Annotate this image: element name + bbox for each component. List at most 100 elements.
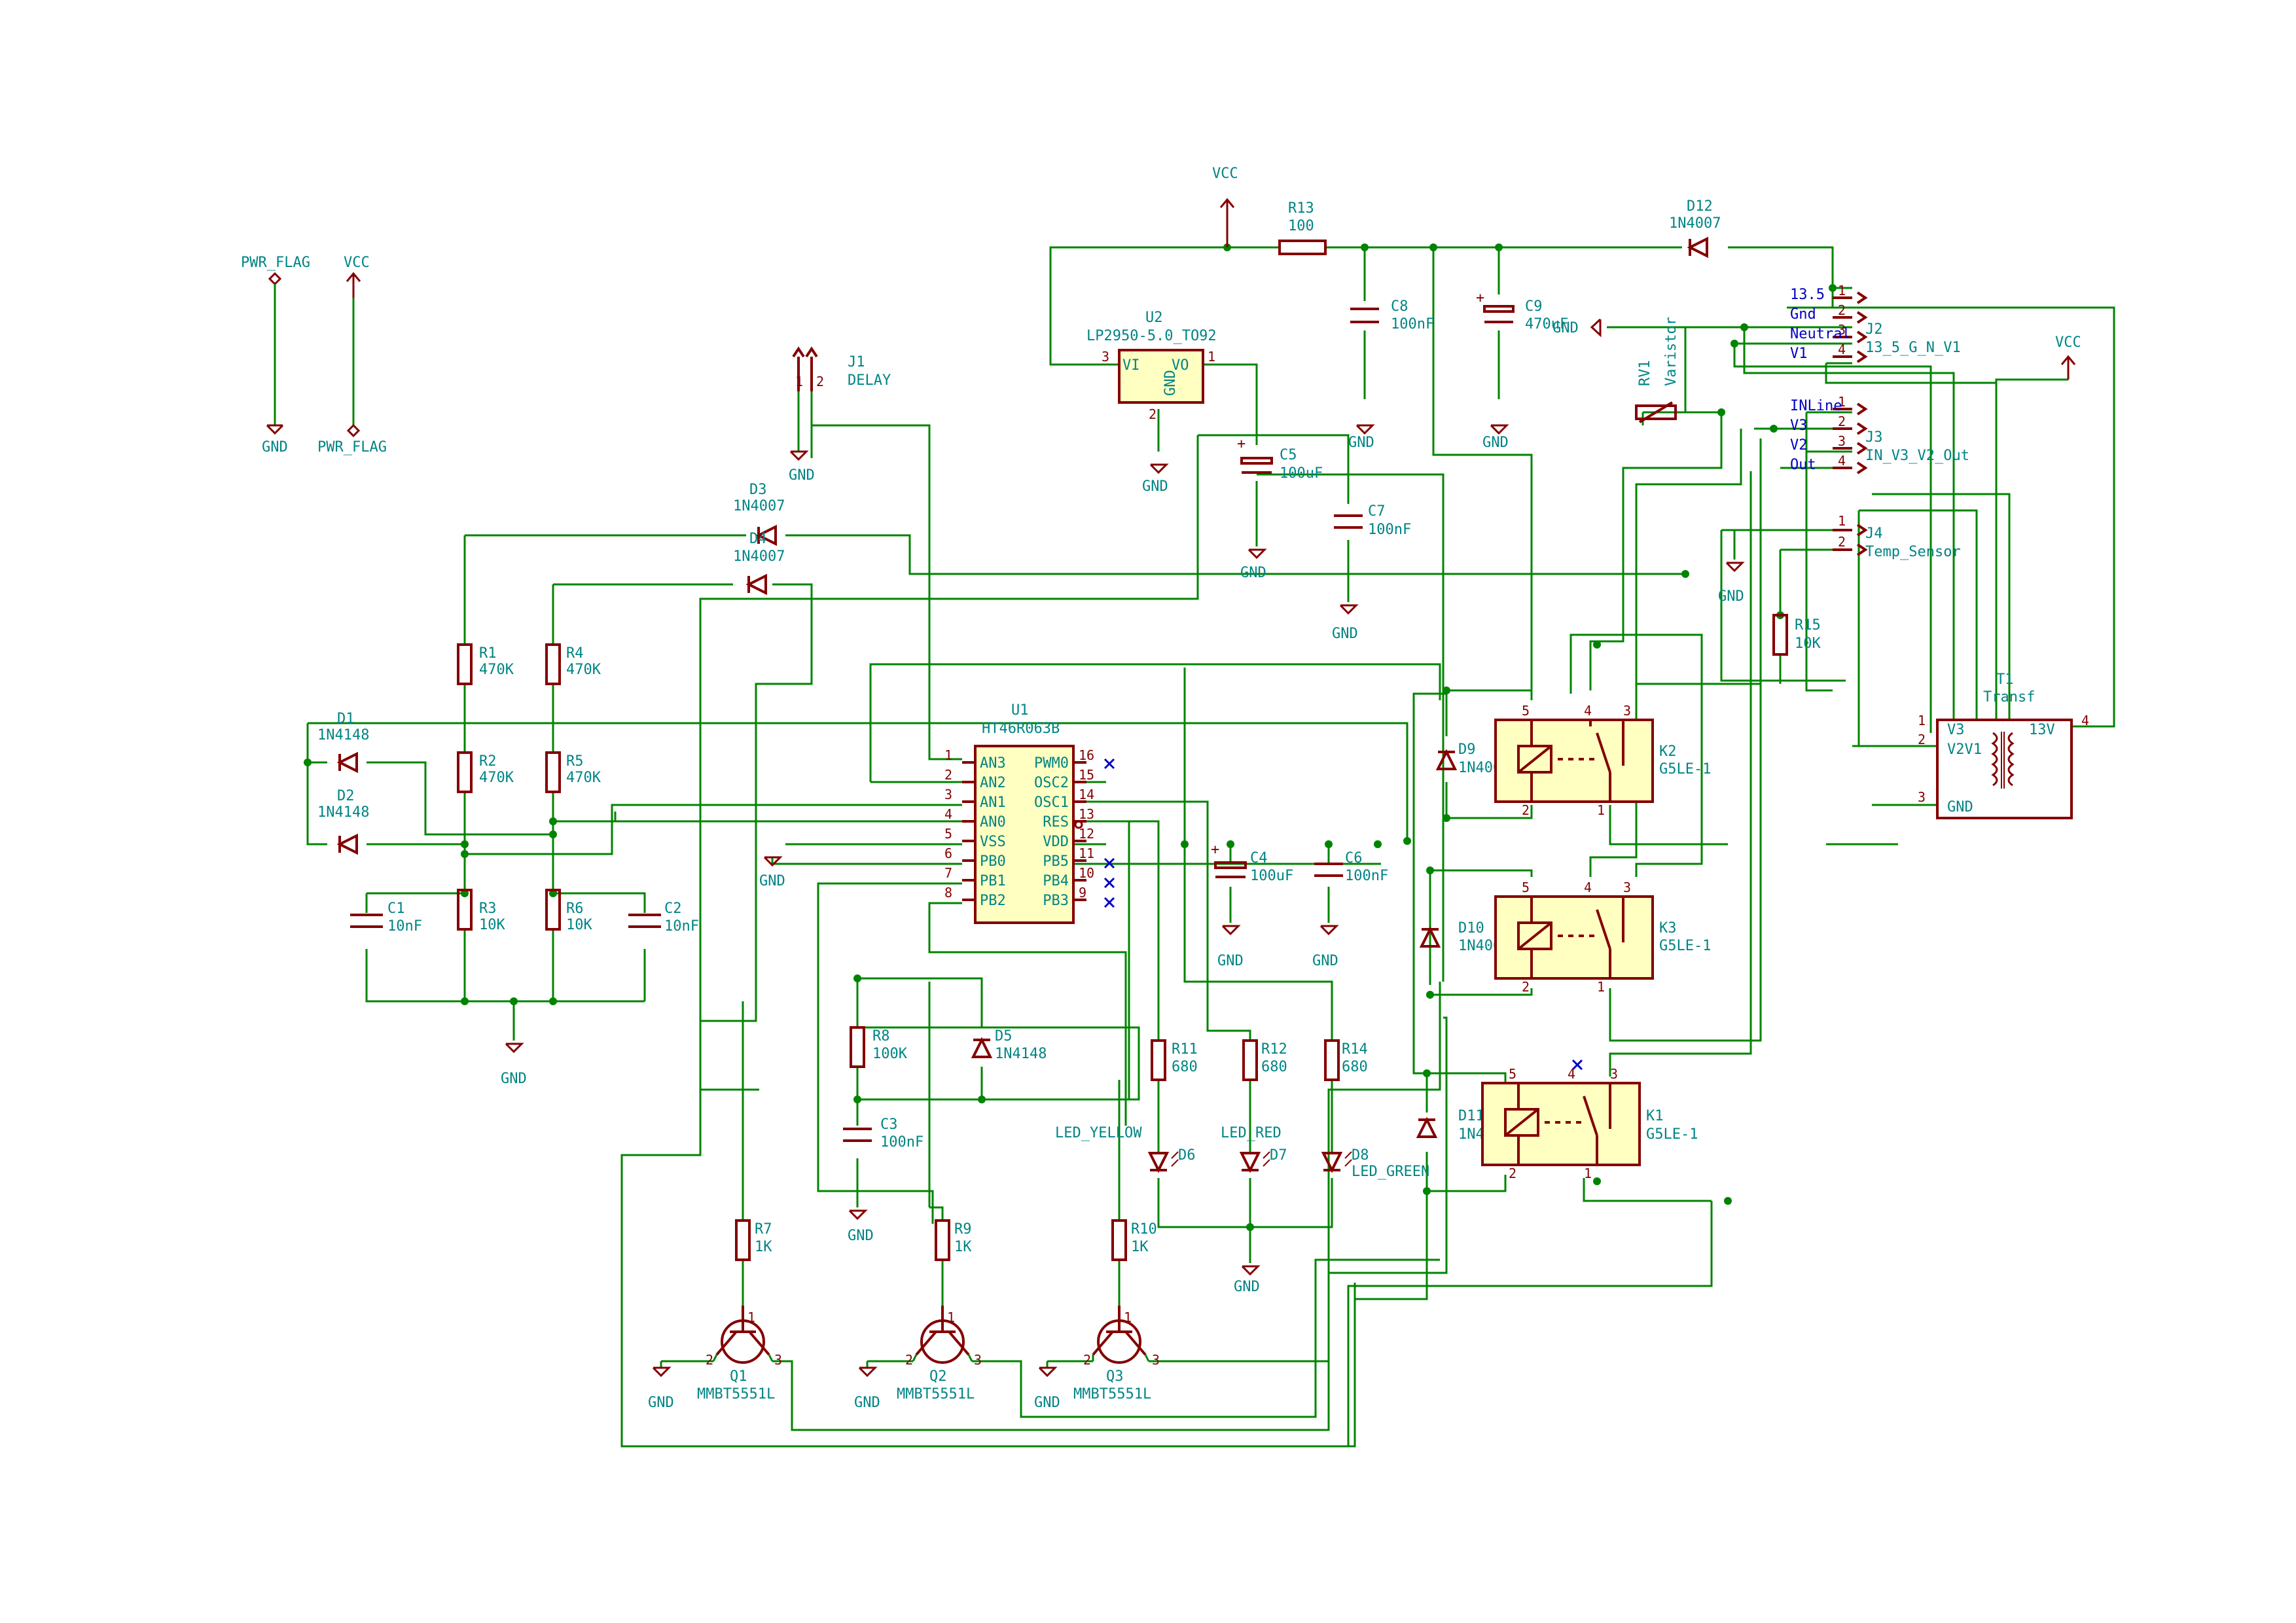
svg-text:4: 4 <box>1568 1066 1575 1082</box>
svg-text:VCC: VCC <box>2055 334 2081 351</box>
svg-text:G5LE-1: G5LE-1 <box>1659 761 1711 777</box>
svg-text:680: 680 <box>1261 1059 1287 1075</box>
svg-text:K3: K3 <box>1659 920 1677 936</box>
u1-pin-name: VSS <box>980 834 1006 850</box>
svg-text:V2V1: V2V1 <box>1947 741 1982 758</box>
svg-text:D3: D3 <box>749 482 767 498</box>
svg-text:VO: VO <box>1172 357 1189 374</box>
resistor-r6: R6 10K <box>545 889 592 933</box>
svg-text:2: 2 <box>816 374 824 389</box>
svg-text:4: 4 <box>2081 713 2089 728</box>
resistor-r13: R13 100 <box>1278 200 1327 255</box>
gnd-symbol: GND <box>1332 604 1359 642</box>
svg-text:MMBT5551L: MMBT5551L <box>1073 1386 1151 1402</box>
svg-text:GND: GND <box>1162 370 1179 396</box>
svg-text:100nF: 100nF <box>1391 316 1434 332</box>
svg-text:5: 5 <box>1522 703 1530 719</box>
svg-text:680: 680 <box>1342 1059 1368 1075</box>
u1-pin-number: 7 <box>944 865 952 881</box>
svg-text:100uF: 100uF <box>1250 868 1293 884</box>
svg-text:J3: J3 <box>1865 429 1883 446</box>
connector-pin-mark <box>1856 461 1868 474</box>
u1-pin-number: 4 <box>944 806 952 822</box>
svg-text:5: 5 <box>1522 880 1530 895</box>
u1-pin-name: PB5 <box>1043 853 1069 870</box>
resistor-r14: R14 680 <box>1324 1039 1368 1081</box>
capacitor-c6: C6 100nF GND <box>1312 850 1388 969</box>
svg-text:K1: K1 <box>1646 1108 1664 1124</box>
svg-text:V3: V3 <box>1947 722 1965 738</box>
svg-text:3: 3 <box>974 1352 982 1368</box>
svg-text:D2: D2 <box>337 788 355 804</box>
svg-text:470K: 470K <box>479 770 514 786</box>
capacitor-c9: + C9 470uF GND <box>1476 290 1568 451</box>
transistor-q1: 1 2 3 Q1 MMBT5551L GND <box>648 1306 782 1411</box>
connector-pin-number: 4 <box>1838 453 1846 469</box>
svg-text:1N4148: 1N4148 <box>995 1046 1047 1062</box>
u1-pin-name: OSC1 <box>1034 794 1069 811</box>
svg-text:R5: R5 <box>566 753 584 770</box>
svg-text:R10: R10 <box>1131 1221 1157 1238</box>
svg-text:R11: R11 <box>1172 1041 1198 1058</box>
svg-text:GND: GND <box>789 467 815 484</box>
svg-text:3: 3 <box>1610 1066 1618 1082</box>
net-label: Out <box>1790 457 1816 473</box>
svg-text:5: 5 <box>1509 1066 1516 1082</box>
u1-pin-number: 12 <box>1079 826 1094 842</box>
svg-text:K2: K2 <box>1659 743 1677 760</box>
gnd-symbol-leds: GND <box>1234 1265 1261 1295</box>
relay-k3: 5 4 3 2 1 K3 G5LE-1 <box>1494 880 1711 995</box>
svg-text:10K: 10K <box>479 917 505 933</box>
capacitor-c8: C8 100nF GND <box>1348 298 1434 451</box>
net-label: 13.5 <box>1790 287 1825 303</box>
svg-text:D7: D7 <box>1270 1147 1287 1164</box>
gnd-symbol-c1c2: GND <box>501 1043 527 1087</box>
svg-text:GND: GND <box>1312 953 1338 969</box>
svg-text:GND: GND <box>759 873 785 889</box>
svg-text:1: 1 <box>795 374 803 389</box>
svg-text:R7: R7 <box>755 1221 772 1238</box>
gnd-symbol: GND <box>1217 925 1244 969</box>
svg-text:Q2: Q2 <box>929 1368 947 1385</box>
svg-text:470K: 470K <box>479 662 514 678</box>
svg-text:2: 2 <box>905 1352 913 1368</box>
diode-d3: D3 1N4007 <box>733 482 785 546</box>
svg-text:J2: J2 <box>1865 321 1883 338</box>
u1-right-pins: 16PWM015OSC214OSC113RES12VDD11PB510PB49P… <box>1034 747 1094 909</box>
resistor-r15: R15 10K <box>1772 614 1821 656</box>
u1-pin-number: 13 <box>1079 806 1094 822</box>
net-label: Gnd <box>1790 306 1816 323</box>
svg-text:U1: U1 <box>1011 702 1029 719</box>
u1-pin-number: 8 <box>944 885 952 901</box>
svg-text:2: 2 <box>1918 732 1926 747</box>
svg-text:1: 1 <box>1584 1166 1592 1181</box>
led-d6: D6 LED_YELLOW <box>1055 1125 1196 1173</box>
resistor-r12: R12 680 <box>1242 1039 1287 1081</box>
svg-text:1: 1 <box>1597 979 1605 995</box>
u1-pin-number: 3 <box>944 787 952 802</box>
svg-text:G5LE-1: G5LE-1 <box>1646 1126 1698 1143</box>
net-label: V3 <box>1790 418 1808 434</box>
u1-pin-number: 16 <box>1079 747 1094 763</box>
svg-text:IN_V3_V2_Out: IN_V3_V2_Out <box>1865 448 1969 464</box>
svg-text:D4: D4 <box>749 531 767 547</box>
transformer-t1: V3 V2V1 13V GND 1 2 3 4 T1 Transf <box>1918 671 2089 819</box>
svg-text:C9: C9 <box>1525 298 1543 315</box>
u1-pin-name: PB2 <box>980 893 1006 909</box>
capacitor-c4: + C4 100uF GND <box>1211 842 1293 969</box>
svg-text:G5LE-1: G5LE-1 <box>1659 938 1711 954</box>
vcc-symbol-top: VCC <box>1212 166 1238 247</box>
svg-text:GND: GND <box>1947 799 1973 815</box>
regulator-u2: VI VO GND 3 1 2 U2 LP2950-5.0_TO92 GND <box>1086 310 1217 495</box>
u1-pin-name: PB1 <box>980 873 1006 889</box>
svg-text:R15: R15 <box>1795 617 1821 633</box>
svg-text:1N4007: 1N4007 <box>733 548 785 565</box>
transistor-q3: 1 2 3 Q3 MMBT5551L GND <box>1034 1306 1160 1411</box>
svg-text:Q1: Q1 <box>730 1368 747 1385</box>
svg-text:D6: D6 <box>1178 1147 1196 1164</box>
svg-text:GND: GND <box>1348 435 1374 451</box>
u1-pin-number: 1 <box>944 747 952 763</box>
resistor-r1: R1 470K <box>457 643 514 685</box>
